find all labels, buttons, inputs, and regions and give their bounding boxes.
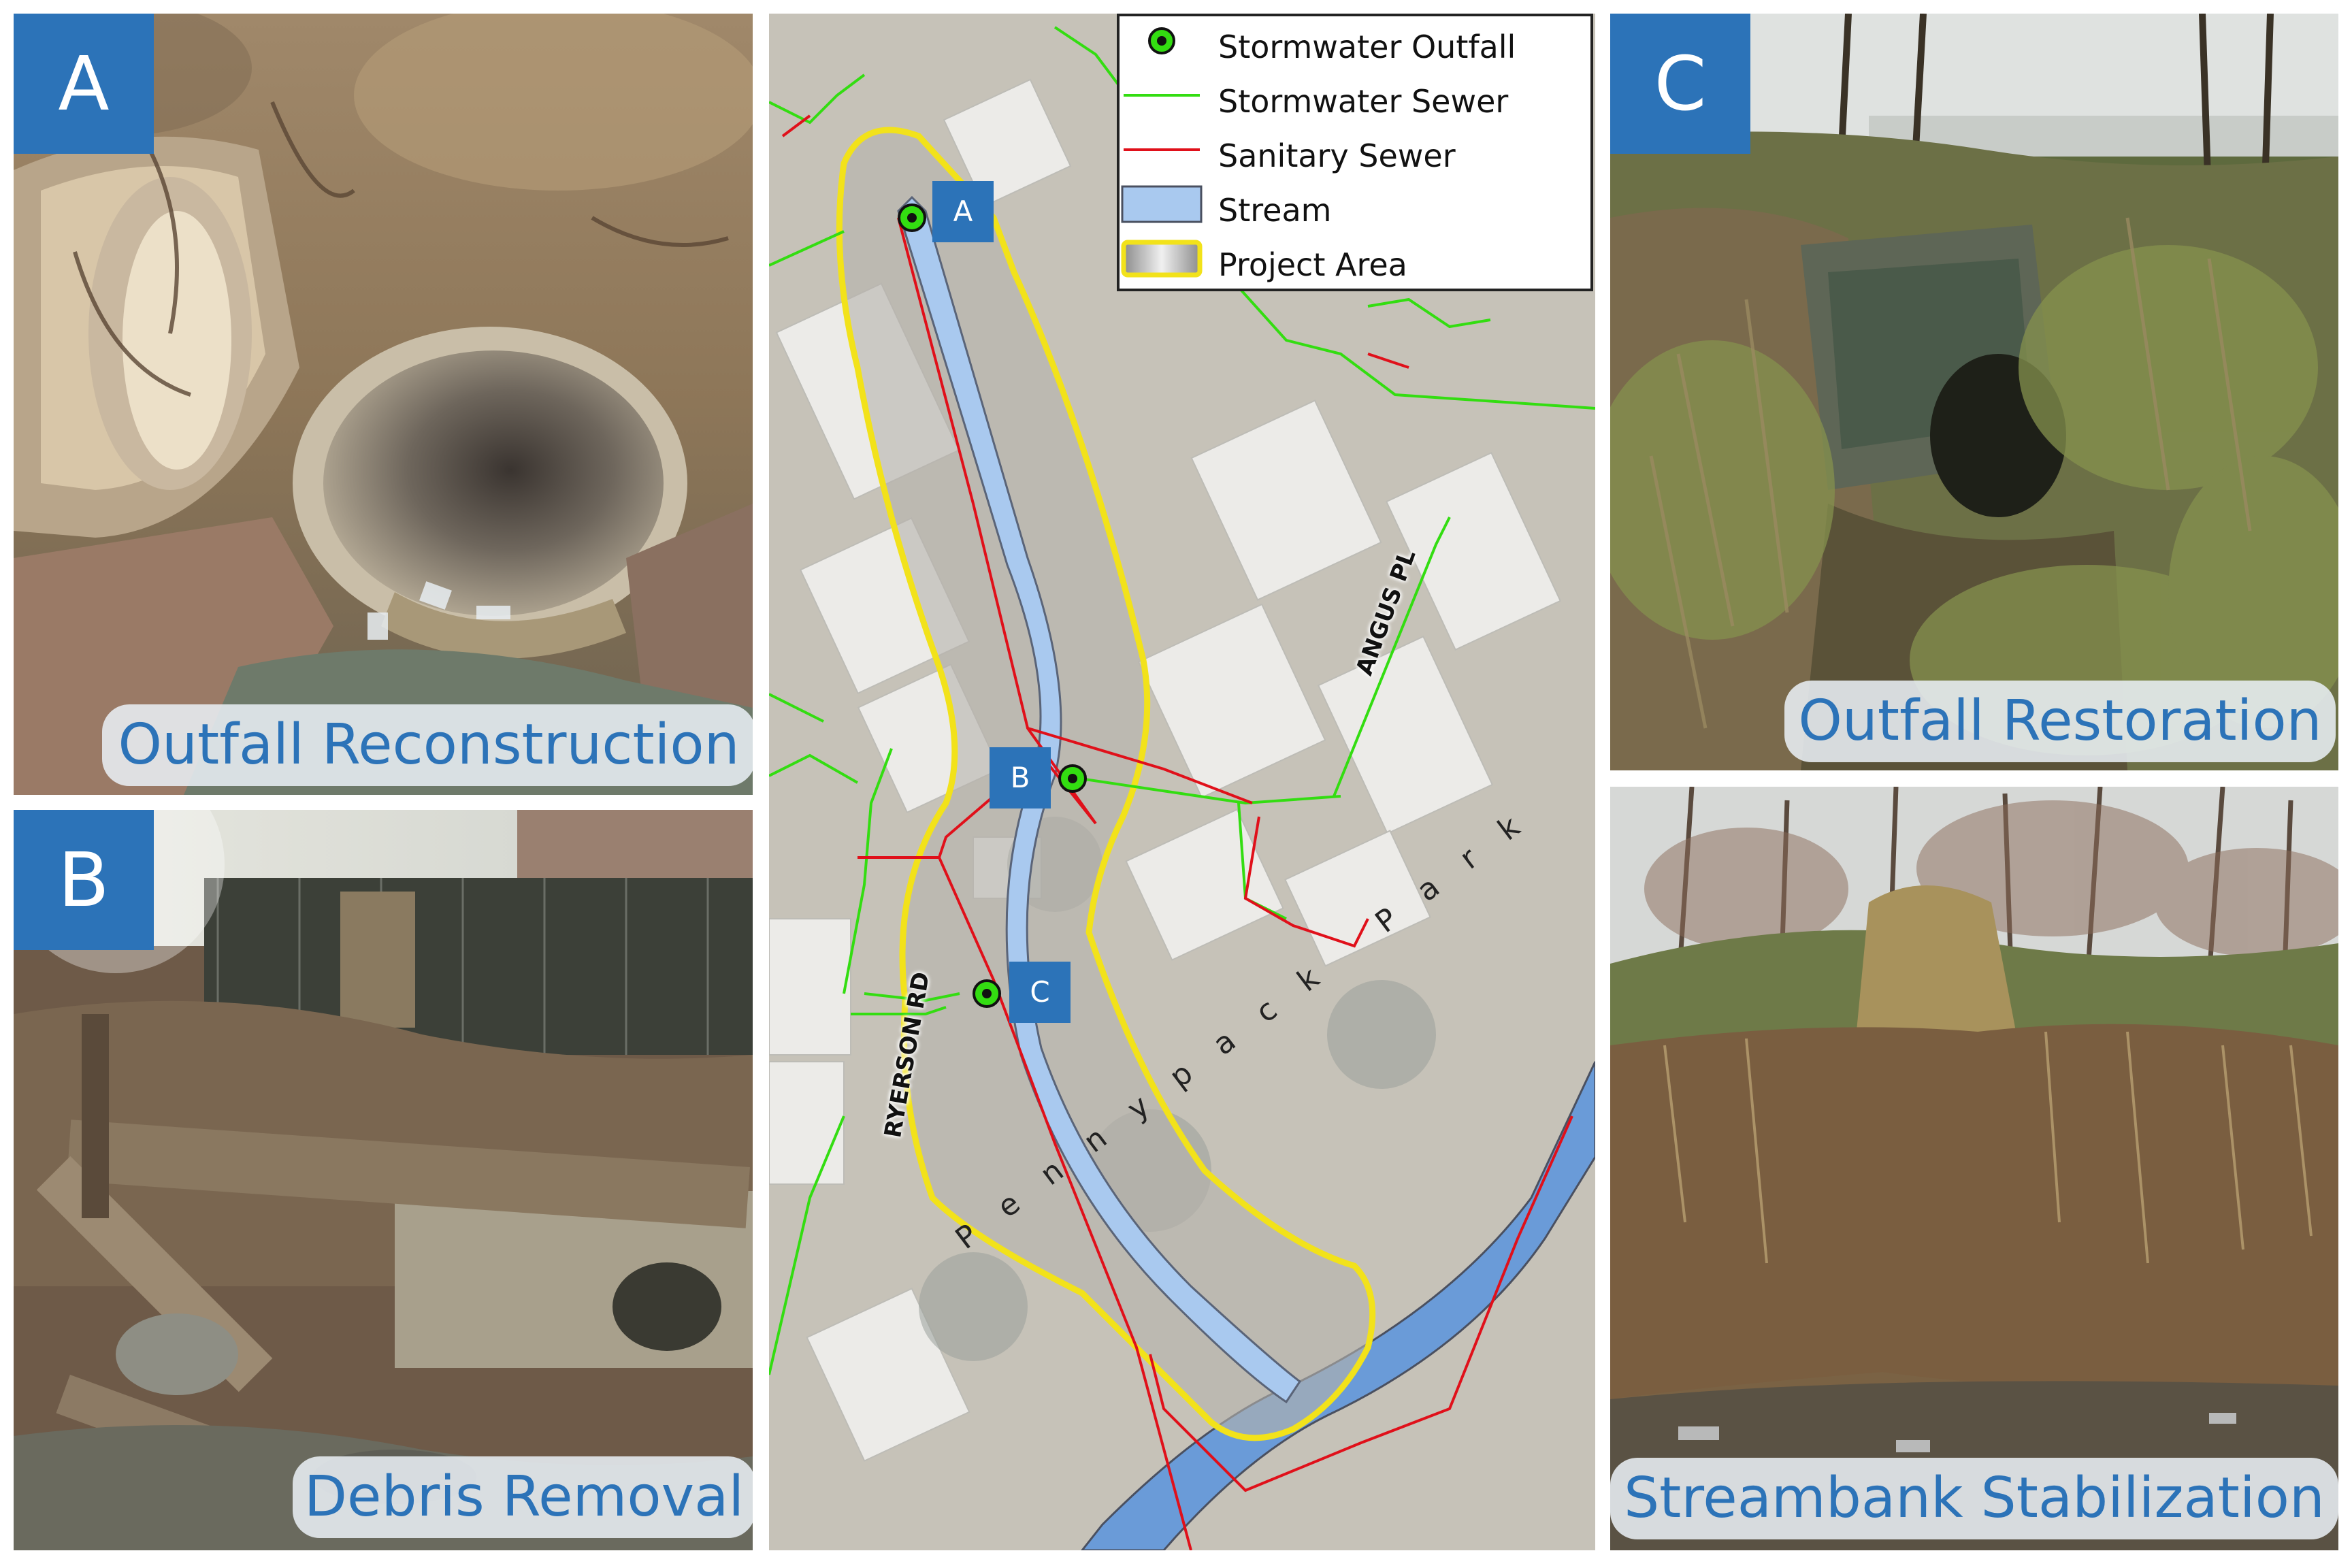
project-area-boundary [836, 127, 1376, 1441]
legend-row-project-area: Project Area [1120, 238, 1590, 293]
map-marker-label-a: A [932, 181, 994, 242]
caption-outfall-restoration: Outfall Restoration [1784, 681, 2336, 762]
legend-row-sanitary-sewer: Sanitary Sewer [1120, 129, 1590, 184]
legend-label-outfall: Stormwater Outfall [1218, 29, 1516, 65]
storm-sewer-line-icon [1124, 94, 1200, 97]
photo-panel-a: A Outfall Reconstruction [14, 14, 753, 795]
map-marker-label-c: C [1009, 962, 1071, 1023]
legend-label-sanitary-sewer: Sanitary Sewer [1218, 137, 1456, 174]
streambank-photo [1610, 787, 2338, 1550]
panel-tag-c: C [1610, 14, 1750, 154]
photo-panel-b: B Debris Removal [14, 810, 753, 1550]
project-map: A B C RYERSON RD ANGUS PL Pennypack Park… [769, 14, 1595, 1550]
legend-row-stream: Stream [1120, 184, 1590, 238]
outfall-marker-c [973, 979, 1001, 1008]
sanitary-sewer-line-icon [1124, 148, 1200, 151]
panel-tag-b: B [14, 810, 154, 950]
outfall-restoration-photo [1610, 14, 2338, 770]
stormwater-sewer-lines [769, 26, 1595, 1375]
map-marker-label-b: B [990, 747, 1051, 808]
legend-label-project-area: Project Area [1218, 246, 1407, 283]
outfall-icon [1148, 27, 1175, 54]
stream-channel [897, 195, 1302, 1404]
outfall-marker-a [898, 203, 926, 232]
legend-label-stream: Stream [1218, 192, 1332, 229]
legend-row-storm-sewer: Stormwater Sewer [1120, 75, 1590, 129]
photo-panel-c: C Outfall Restoration [1610, 14, 2338, 770]
panel-tag-a: A [14, 14, 154, 154]
map-legend: Stormwater Outfall Stormwater Sewer Sani… [1117, 14, 1593, 291]
caption-outfall-reconstruction: Outfall Reconstruction [102, 704, 753, 786]
caption-debris-removal: Debris Removal [293, 1456, 753, 1538]
caption-streambank-stabilization: Streambank Stabilization [1610, 1458, 2338, 1539]
sanitary-sewer-lines [781, 114, 1573, 1550]
stream-swatch-icon [1121, 185, 1203, 223]
legend-label-storm-sewer: Stormwater Sewer [1218, 83, 1509, 120]
legend-row-outfall: Stormwater Outfall [1120, 20, 1590, 75]
project-area-swatch-icon [1121, 240, 1203, 278]
photo-panel-d: Streambank Stabilization [1610, 787, 2338, 1550]
outfall-marker-b [1058, 764, 1087, 793]
